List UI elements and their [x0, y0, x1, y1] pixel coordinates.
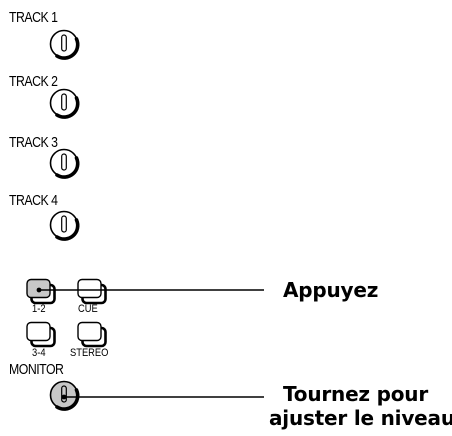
- button-1-2-label: 1-2: [32, 303, 46, 315]
- monitor-label: MONITOR: [9, 361, 64, 378]
- press-leader-line: [36, 287, 264, 293]
- track-4-knob[interactable]: [48, 209, 80, 241]
- turn-callout-line-1: Tournez pour: [283, 382, 428, 406]
- button-cue[interactable]: [77, 278, 107, 305]
- turn-leader-line: [61, 394, 264, 400]
- button-cue-label: CUE: [78, 303, 98, 315]
- track-3-knob[interactable]: [48, 147, 80, 179]
- button-stereo-label: STEREO: [70, 347, 109, 359]
- track-2-knob[interactable]: [48, 87, 80, 119]
- track-1-label: TRACK 1: [9, 9, 58, 26]
- press-callout: Appuyez: [283, 278, 379, 302]
- turn-callout-line-2: ajuster le niveau: [269, 406, 452, 430]
- track-3-label: TRACK 3: [9, 134, 58, 151]
- button-stereo[interactable]: [77, 321, 107, 348]
- track-1-knob[interactable]: [48, 28, 80, 60]
- track-4-label: TRACK 4: [9, 192, 58, 209]
- track-2-label: TRACK 2: [9, 73, 58, 90]
- button-3-4[interactable]: [26, 321, 56, 348]
- button-3-4-label: 3-4: [32, 347, 46, 359]
